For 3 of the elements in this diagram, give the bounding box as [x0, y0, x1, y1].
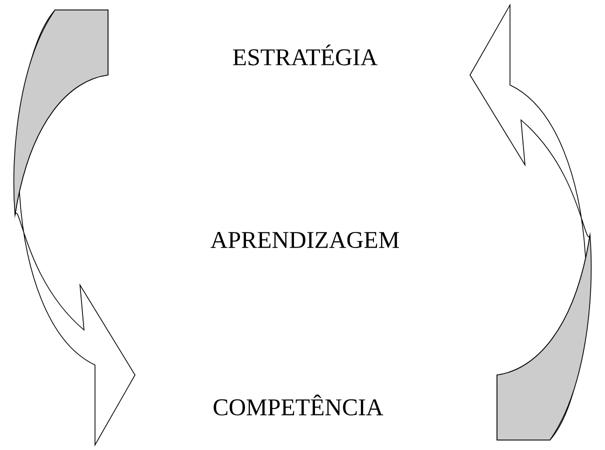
label-text: COMPETÊNCIA	[214, 394, 384, 416]
label-text: ESTRATÉGIA	[233, 44, 378, 66]
label-text: APRENDIZAGEM	[210, 232, 399, 248]
